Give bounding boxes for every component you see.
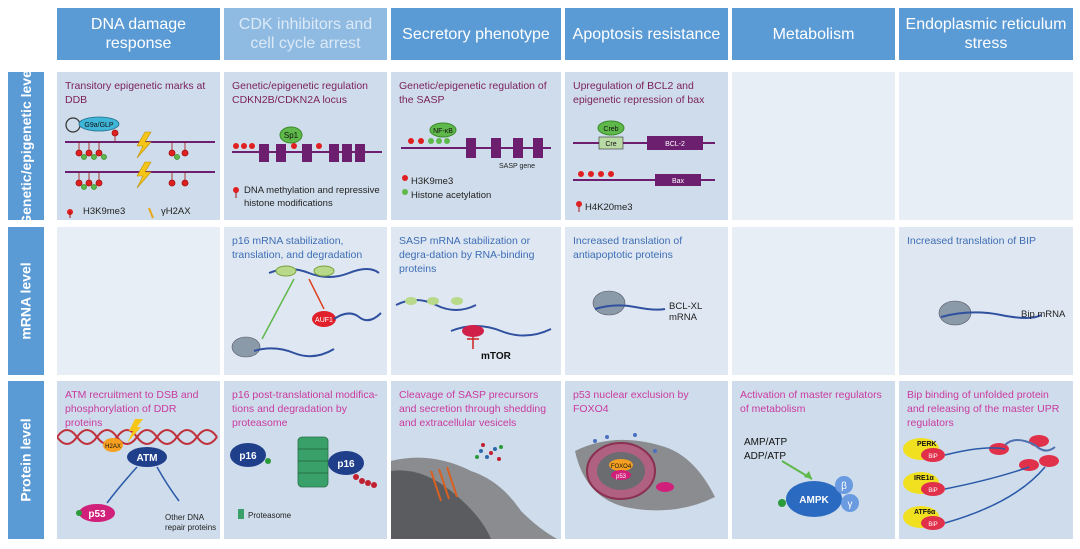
cell-protein-apoptosis: p53 nuclear exclusion by FOXO4 FOXO4 p53 [565, 381, 728, 539]
sasp-legend-icons [402, 175, 408, 195]
legend-acetylation: Histone acetylation [411, 190, 492, 201]
bclxl-mrna-diagram [592, 290, 666, 316]
cell-genetic-cdk: Genetic/epigenetic regulation CDKN2B/CDK… [224, 72, 387, 220]
cell-title: Bip binding of unfolded protein and rele… [907, 389, 1060, 429]
upr-diagram: PERK BiP IRE1α BiP ATF6α BiP [903, 435, 1059, 530]
row-header-mrna: mRNA level [8, 227, 44, 375]
cell-genetic-dna-damage: Transitory epigenetic marks at DDB G9a/G… [57, 72, 220, 220]
legend-methylation: DNA methylation and repressive histone m… [244, 185, 380, 209]
legend-h3k9me3: H3K9me3 [411, 176, 454, 187]
svg-text:PERK: PERK [917, 441, 936, 448]
cell-mrna-cdk: p16 mRNA stabilization, translation, and… [224, 227, 387, 375]
row-header-genetic: Genetic/epigenetic level [8, 66, 44, 226]
cell-title: Increased translation of BIP [907, 235, 1036, 247]
svg-text:AMPK: AMPK [799, 495, 829, 506]
cell-mrna-sasp: SASP mRNA stabilization or degra-dation … [391, 227, 561, 375]
proteasome-label: Proteasome [248, 511, 292, 520]
h4k20-legend-icon [576, 201, 582, 212]
cell-genetic-sasp: Genetic/epigenetic regulation of the SAS… [391, 72, 561, 220]
bip-mrna-diagram [938, 300, 1042, 326]
column-header-cdk-inhibitors: CDK inhibitors and cell cycle arrest [224, 8, 387, 60]
svg-text:G9a/GLP: G9a/GLP [84, 122, 114, 129]
svg-text:AMP/ATP: AMP/ATP [744, 437, 787, 448]
cell-mrna-apoptosis: Increased translation of antiapoptotic p… [565, 227, 728, 375]
column-header-er-stress: Endoplasmic reticulum stress [899, 8, 1073, 60]
cell-protein-cdk: p16 post-translational modifica-tions an… [224, 381, 387, 539]
cell-protein-er: Bip binding of unfolded protein and rele… [899, 381, 1073, 539]
cell-protein-sasp: Cleavage of SASP precursors and secretio… [391, 381, 561, 539]
svg-text:BCL-2: BCL-2 [665, 141, 685, 148]
cell-mrna-dna-damage [57, 227, 220, 375]
legend-h4k20me3: H4K20me3 [585, 202, 633, 213]
cdkn-locus-diagram: Sp1 [232, 126, 382, 162]
svg-text:p53: p53 [88, 509, 106, 520]
svg-text:Cre: Cre [605, 141, 616, 148]
svg-text:SASP gene: SASP gene [499, 163, 535, 170]
cell-title: ATM recruitment to DSB and phosphorylati… [65, 389, 199, 429]
cell-protein-metabolism: Activation of master regulators of metab… [732, 381, 895, 539]
cell-title: p16 mRNA stabilization, translation, and… [232, 235, 363, 261]
methylation-legend-icon [233, 187, 239, 198]
svg-text:BiP: BiP [928, 522, 937, 528]
svg-text:p53: p53 [616, 474, 627, 480]
cell-title: p16 post-translational modifica-tions an… [232, 389, 378, 429]
svg-text:ATM: ATM [137, 453, 158, 464]
column-header-apoptosis: Apoptosis resistance [565, 8, 728, 60]
cell-genetic-apoptosis: Upregulation of BCL2 and epigenetic repr… [565, 72, 728, 220]
cell-title: Increased translation of antiapoptotic p… [573, 235, 683, 261]
cell-title: Activation of master regulators of metab… [740, 389, 882, 415]
sasp-mrna-diagram: mTOR [395, 297, 552, 362]
ampk-diagram: AMP/ATP ADP/ATP AMPK β γ [744, 437, 859, 517]
proteasome-diagram: p16 p16 [230, 436, 377, 519]
chromatin-diagram: G9a/GLP [65, 116, 215, 219]
other-dna-repair-label: Other DNA repair proteins [165, 513, 217, 532]
svg-text:p16: p16 [239, 451, 257, 462]
cell-title: Genetic/epigenetic regulation CDKN2B/CDK… [232, 80, 369, 106]
cell-title: SASP mRNA stabilization or degra-dation … [399, 235, 535, 275]
bcl2-bax-diagram: Creb Cre BCL-2 Bax [573, 120, 715, 186]
cell-mrna-metabolism [732, 227, 895, 375]
nuclear-exclusion-diagram: FOXO4 p53 [575, 433, 715, 511]
bclxl-mrna-label: BCL-XL mRNA [669, 301, 702, 323]
cell-title: Cleavage of SASP precursors and secretio… [399, 389, 547, 429]
column-header-dna-damage: DNA damage response [57, 8, 220, 60]
row-header-protein: Protein level [8, 381, 44, 539]
cell-genetic-er [899, 72, 1073, 220]
svg-text:BiP: BiP [928, 488, 937, 494]
atm-diagram: H2AX ATM p53 [57, 419, 218, 522]
column-header-secretory: Secretory phenotype [391, 8, 561, 60]
svg-text:mTOR: mTOR [481, 351, 512, 362]
cell-genetic-metabolism [732, 72, 895, 220]
svg-text:Sp1: Sp1 [284, 131, 299, 140]
cell-title: Genetic/epigenetic regulation of the SAS… [399, 80, 547, 106]
p16-mrna-diagram: AUF1 [231, 265, 382, 358]
cell-title: p53 nuclear exclusion by FOXO4 [573, 389, 689, 415]
sasp-gene-diagram: NF-κB SASP gene [401, 122, 551, 170]
column-header-metabolism: Metabolism [732, 8, 895, 60]
cell-title: Upregulation of BCL2 and epigenetic repr… [573, 80, 705, 106]
cell-title: Transitory epigenetic marks at DDB [65, 80, 206, 106]
svg-text:p16: p16 [337, 459, 355, 470]
svg-text:Bax: Bax [672, 178, 685, 185]
svg-text:BiP: BiP [928, 454, 937, 460]
cell-protein-dna-damage: ATM recruitment to DSB and phosphorylati… [57, 381, 220, 539]
svg-text:NF-κB: NF-κB [433, 128, 453, 135]
svg-text:γ: γ [848, 499, 853, 510]
svg-text:β: β [841, 481, 847, 492]
legend-h2ax: γH2AX [161, 206, 191, 217]
svg-text:Creb: Creb [603, 126, 618, 133]
legend-h3k9me3: H3K9me3 [83, 206, 126, 217]
svg-text:H2AX: H2AX [105, 444, 121, 450]
svg-text:ADP/ATP: ADP/ATP [744, 451, 786, 462]
svg-text:ATF6α: ATF6α [914, 509, 936, 516]
svg-text:FOXO4: FOXO4 [611, 464, 632, 470]
cell-shedding-diagram [391, 443, 558, 539]
svg-text:AUF1: AUF1 [315, 317, 333, 324]
cell-mrna-er: Increased translation of BIP Bip mRNA [899, 227, 1073, 375]
bip-mrna-label: Bip mRNA [1021, 309, 1066, 320]
svg-text:IRE1α: IRE1α [914, 475, 935, 482]
